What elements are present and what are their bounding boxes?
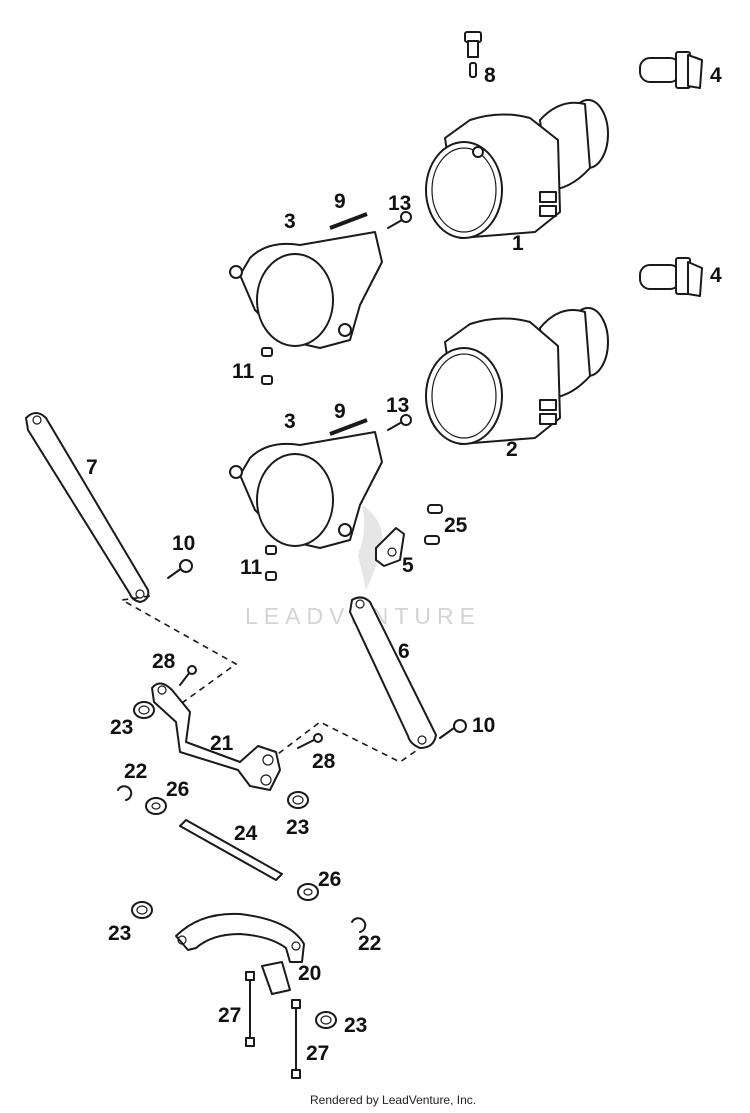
part-20-bracket[interactable] — [175, 912, 305, 995]
callout-27-1: 27 — [218, 1004, 241, 1027]
callout-28-top: 28 — [152, 650, 176, 673]
callout-22-bottom: 22 — [358, 932, 381, 955]
part-10-bolt-top[interactable] — [167, 559, 193, 579]
part-21-bracket[interactable] — [151, 682, 281, 791]
part-22-circlip-2[interactable] — [351, 917, 367, 933]
leader-lines — [119, 595, 421, 763]
part-23-bushing-3[interactable] — [131, 901, 153, 919]
part-23-bushing-1[interactable] — [133, 701, 155, 719]
part-4-bulb-top[interactable] — [639, 51, 703, 89]
part-28-screw-top[interactable] — [179, 665, 197, 686]
part-22-circlip-1[interactable] — [117, 785, 133, 801]
part-27-bolt-1[interactable] — [245, 971, 255, 1047]
callout-21: 21 — [210, 732, 234, 755]
part-6-strap[interactable] — [349, 596, 437, 749]
part-1-headlight[interactable] — [425, 99, 609, 239]
callout-6: 6 — [398, 640, 410, 663]
callout-25: 25 — [444, 514, 468, 537]
callout-20: 20 — [298, 962, 321, 985]
callout-labels: 1 2 3 3 4 4 5 6 7 8 9 9 10 10 11 11 13 1… — [86, 64, 722, 1065]
callout-5: 5 — [402, 554, 414, 577]
callout-23-3: 23 — [108, 922, 131, 945]
part-23-bushing-4[interactable] — [315, 1011, 337, 1029]
callout-28-bottom: 28 — [312, 750, 336, 773]
part-5-bracket[interactable] — [375, 527, 405, 567]
part-8-bulb[interactable] — [464, 31, 482, 78]
callout-22-top: 22 — [124, 760, 147, 783]
callout-26-bottom: 26 — [318, 868, 341, 891]
callout-23-1: 23 — [110, 716, 133, 739]
callout-27-2: 27 — [306, 1042, 329, 1065]
part-4-bulb-bottom[interactable] — [639, 257, 703, 297]
part-2-headlight[interactable] — [425, 307, 609, 445]
callout-11-bottom: 11 — [240, 556, 263, 579]
part-25-screws[interactable] — [424, 504, 443, 545]
part-9-strip-bottom[interactable] — [329, 418, 368, 436]
part-11-screws-bottom[interactable] — [265, 545, 277, 581]
part-7-strap[interactable] — [25, 412, 150, 603]
callout-23-2: 23 — [286, 816, 309, 839]
callout-13-top: 13 — [388, 192, 411, 215]
callout-23-4: 23 — [344, 1014, 367, 1037]
part-26-washer-2[interactable] — [297, 883, 319, 901]
part-23-bushing-2[interactable] — [287, 791, 309, 809]
callout-9-bottom: 9 — [334, 400, 346, 423]
part-3-housing-bottom[interactable] — [229, 431, 383, 549]
callout-4-bottom: 4 — [710, 264, 722, 287]
callout-3-bottom: 3 — [284, 410, 296, 433]
callout-3-top: 3 — [284, 210, 296, 233]
part-13-screw-top[interactable] — [387, 211, 412, 229]
part-9-strip-top[interactable] — [329, 212, 368, 230]
part-28-screw-bottom[interactable] — [297, 733, 323, 749]
callout-10-top: 10 — [172, 532, 195, 555]
callout-9-top: 9 — [334, 190, 346, 213]
callout-11-top: 11 — [232, 360, 255, 383]
callout-4-top: 4 — [710, 64, 722, 87]
part-27-bolt-2[interactable] — [291, 999, 301, 1079]
part-26-washer-1[interactable] — [145, 797, 167, 815]
part-11-screws-top[interactable] — [261, 347, 273, 385]
part-13-screw-bottom[interactable] — [387, 414, 412, 431]
callout-26-top: 26 — [166, 778, 189, 801]
callout-8: 8 — [484, 64, 496, 87]
callout-2: 2 — [506, 438, 518, 461]
callout-24: 24 — [234, 822, 258, 845]
callout-13-bottom: 13 — [386, 394, 409, 417]
footer-credit: Rendered by LeadVenture, Inc. — [310, 1093, 476, 1107]
callout-1: 1 — [512, 232, 524, 255]
callout-7: 7 — [86, 456, 98, 479]
callout-10-bottom: 10 — [472, 714, 495, 737]
part-24-shaft[interactable] — [179, 819, 283, 881]
part-10-bolt-bottom[interactable] — [439, 719, 467, 739]
part-3-housing-top[interactable] — [229, 231, 383, 349]
